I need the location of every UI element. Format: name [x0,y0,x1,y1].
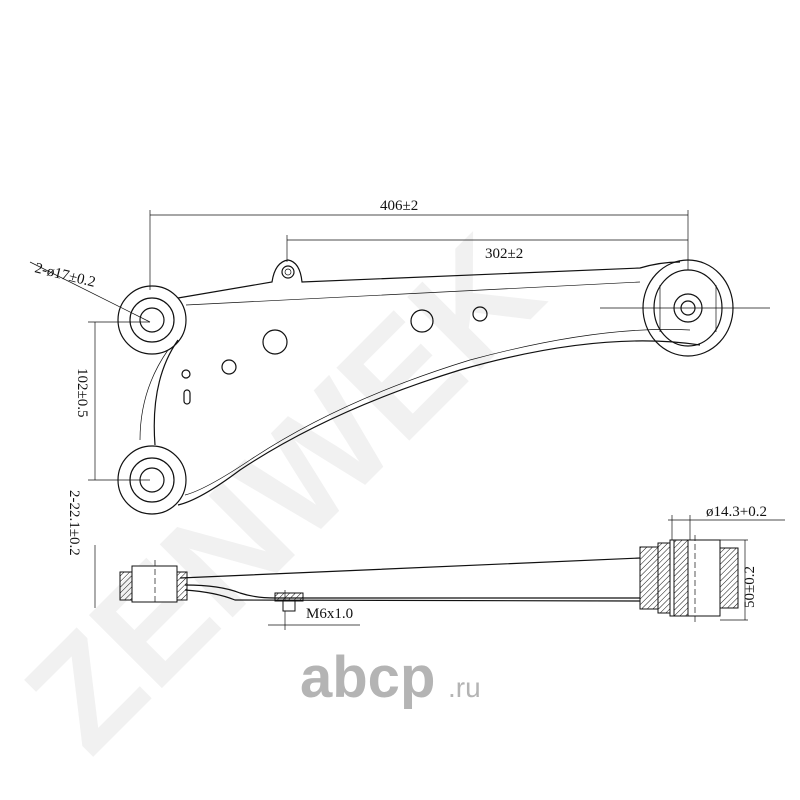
dim-thread: M6x1.0 [306,606,353,622]
dim-inner-length: 302±2 [485,246,523,262]
svg-text:abcp: abcp [300,645,435,710]
dim-bushing-bore: 2-ø17±0.2 [33,260,97,291]
left-side-bushing [119,560,188,605]
abcp-logo: abcp .ru [300,645,481,710]
dim-right-width: 50±0.2 [742,566,758,608]
dim-bushing-spacing: 102±0.5 [74,368,90,417]
dim-overall-length: 406±2 [380,198,418,214]
svg-text:.ru: .ru [448,672,481,703]
top-left-bushing [117,285,187,355]
svg-text:ZENWEK: ZENWEK [0,204,572,782]
arm-side-view [119,535,739,622]
dim-bushing-width: 2-22.1±0.2 [66,490,82,556]
watermark: ZENWEK [0,204,572,782]
dim-right-bore: ø14.3+0.2 [706,504,767,520]
right-side-bushing [639,535,739,622]
